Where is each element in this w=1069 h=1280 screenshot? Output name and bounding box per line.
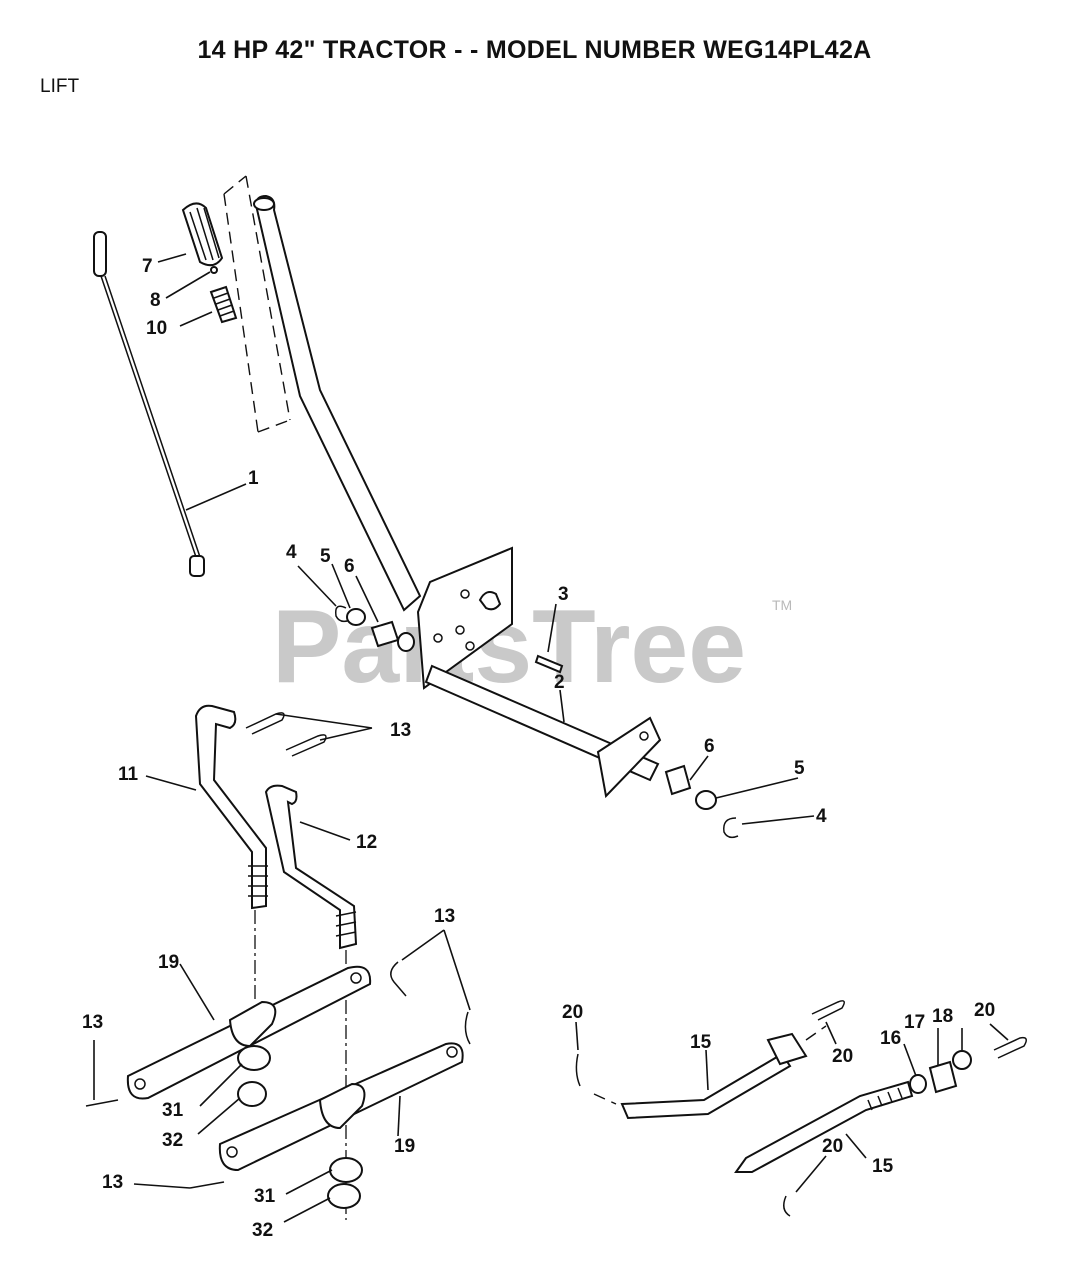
callout-11: 11 bbox=[118, 764, 139, 785]
part-32-nut-lower bbox=[327, 1183, 361, 1209]
callout-20-bottom: 20 bbox=[822, 1136, 843, 1157]
callout-20-right: 20 bbox=[974, 1000, 995, 1021]
part-15-lift-link-upper bbox=[620, 1032, 808, 1120]
callout-4-right: 4 bbox=[816, 806, 827, 827]
part-31-bushing-upper bbox=[237, 1045, 271, 1071]
callout-17: 17 bbox=[904, 1012, 925, 1033]
callout-32-upper: 32 bbox=[162, 1130, 183, 1151]
callout-19-lower: 19 bbox=[394, 1136, 415, 1157]
part-13-hairpin-left bbox=[85, 1099, 119, 1107]
part-13-hairpin-top-2 bbox=[285, 734, 327, 757]
part-5-washer-right bbox=[695, 790, 717, 810]
part-17-trunnion bbox=[928, 1060, 958, 1094]
part-15-lift-link-lower bbox=[734, 1080, 914, 1173]
callout-1: 1 bbox=[248, 468, 259, 489]
part-13-hairpin-bottom bbox=[189, 1181, 225, 1189]
callout-12: 12 bbox=[356, 832, 377, 853]
callout-5-right: 5 bbox=[794, 758, 805, 779]
callout-13-left: 13 bbox=[82, 1012, 103, 1033]
callout-20-upper: 20 bbox=[832, 1046, 853, 1067]
part-12-lift-link bbox=[264, 784, 358, 950]
callout-6-left: 6 bbox=[344, 556, 355, 577]
bracket-plate bbox=[416, 546, 513, 690]
part-2-cross-shaft bbox=[424, 664, 662, 799]
callout-31-lower: 31 bbox=[254, 1186, 276, 1207]
part-3-pin bbox=[534, 654, 564, 674]
callout-18: 18 bbox=[932, 1006, 953, 1027]
callout-6-right: 6 bbox=[704, 736, 715, 757]
callout-8: 8 bbox=[150, 290, 161, 311]
rear-guide-dash bbox=[593, 1025, 827, 1105]
callout-31-upper: 31 bbox=[162, 1100, 184, 1121]
callout-13-upper-right: 13 bbox=[434, 906, 455, 927]
part-18-washer bbox=[952, 1050, 972, 1070]
callout-32-lower: 32 bbox=[252, 1220, 273, 1241]
part-6-bushing-left bbox=[370, 620, 415, 652]
callout-13-bottom: 13 bbox=[102, 1172, 123, 1193]
callout-4-left: 4 bbox=[286, 542, 297, 563]
leader-lines bbox=[93, 253, 1009, 1223]
part-7-handle-grip bbox=[181, 202, 224, 267]
part-8-ball bbox=[210, 266, 218, 274]
callout-10: 10 bbox=[146, 318, 167, 339]
part-4-clip-right bbox=[723, 817, 739, 839]
part-4-clip-left bbox=[334, 605, 351, 623]
bracket-plate-holes bbox=[433, 589, 502, 651]
part-11-lift-link bbox=[194, 704, 268, 910]
part-16-nut bbox=[909, 1074, 927, 1094]
part-5-washer-left bbox=[346, 608, 366, 626]
part-6-bushing-right bbox=[664, 764, 692, 796]
part-1-lift-rod bbox=[93, 231, 205, 577]
callout-16: 16 bbox=[880, 1028, 901, 1049]
part-20-clip-bottom bbox=[783, 1195, 791, 1217]
callout-5-left: 5 bbox=[320, 546, 331, 567]
handle-dashed-outline bbox=[223, 175, 291, 433]
callout-3: 3 bbox=[558, 584, 569, 605]
callout-19-upper: 19 bbox=[158, 952, 179, 973]
part-13-hairpin-right bbox=[464, 1011, 471, 1045]
part-20-clip-left bbox=[575, 1053, 581, 1087]
lift-handle-tube bbox=[253, 194, 422, 612]
part-32-nut-upper bbox=[237, 1081, 267, 1107]
callout-7: 7 bbox=[142, 256, 153, 277]
section-label: LIFT bbox=[40, 76, 80, 97]
part-31-bushing-lower bbox=[329, 1157, 363, 1183]
part-19-lift-arm-upper bbox=[126, 965, 372, 1100]
part-19-lift-arm-lower bbox=[218, 1042, 464, 1172]
part-20-clip-upper bbox=[811, 1000, 845, 1021]
page-title: 14 HP 42" TRACTOR - - MODEL NUMBER WEG14… bbox=[197, 36, 872, 64]
callout-13-top: 13 bbox=[390, 720, 411, 741]
part-13-hairpin-top-1 bbox=[245, 712, 285, 735]
part-13-hairpin-upper-right bbox=[390, 961, 407, 997]
watermark-trademark: TM bbox=[772, 597, 792, 613]
part-20-clip-right bbox=[993, 1036, 1027, 1059]
callout-15-lower: 15 bbox=[872, 1156, 894, 1177]
part-10-spring bbox=[209, 285, 238, 324]
callout-20-left: 20 bbox=[562, 1002, 583, 1023]
callout-15-upper: 15 bbox=[690, 1032, 712, 1053]
callout-2: 2 bbox=[554, 672, 565, 693]
